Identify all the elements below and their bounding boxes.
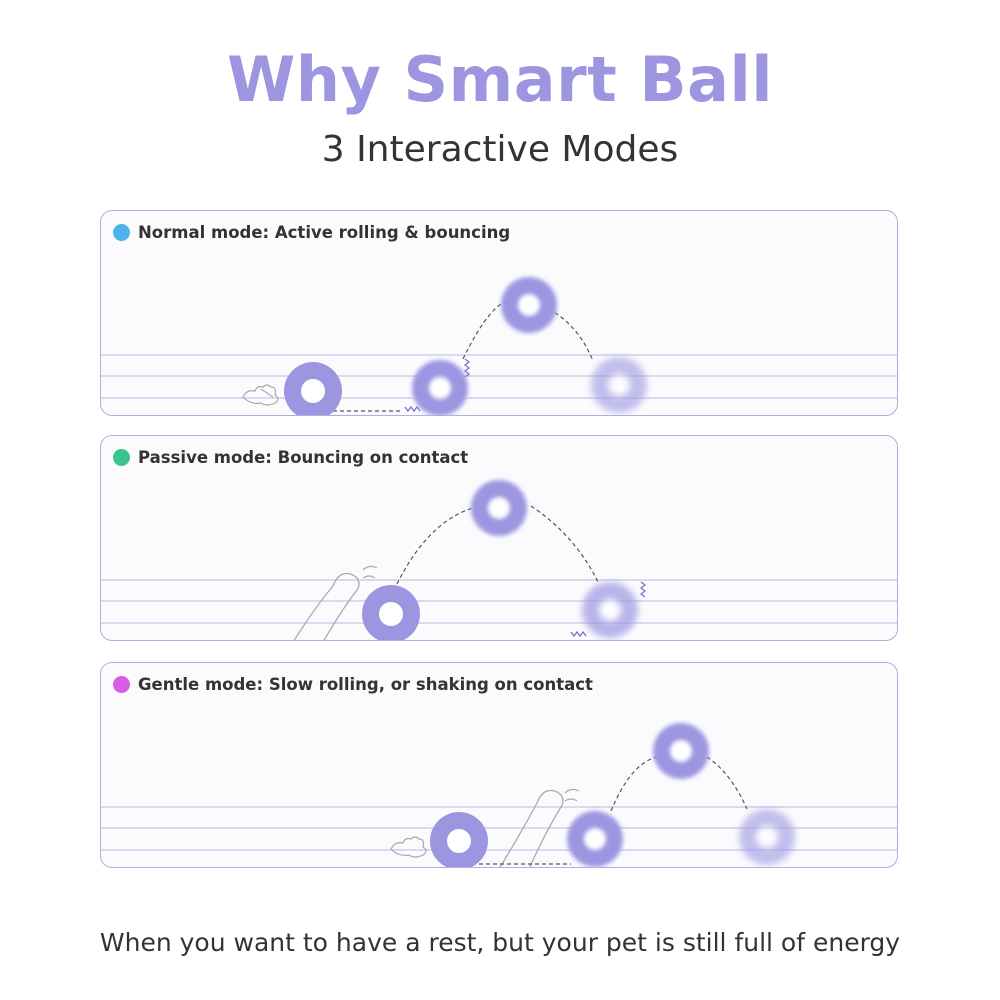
normal-mode-illustration xyxy=(101,277,897,415)
passive-mode-text: Passive mode: Bouncing on contact xyxy=(138,448,469,467)
normal-mode-dot xyxy=(113,224,130,241)
ball-1 xyxy=(362,585,420,640)
mode-label-normal: Normal mode: Active rolling & bouncing xyxy=(113,223,510,242)
gentle-mode-text: Gentle mode: Slow rolling, or shaking on… xyxy=(138,675,593,694)
ball-3 xyxy=(582,582,638,638)
mode-label-gentle: Gentle mode: Slow rolling, or shaking on… xyxy=(113,675,593,694)
paw-icon xyxy=(390,836,427,858)
ball-2 xyxy=(567,811,623,867)
ball-1 xyxy=(284,362,342,415)
page-title: Why Smart Ball xyxy=(226,43,774,116)
ball-4 xyxy=(739,809,795,865)
footer-tagline: When you want to have a rest, but your p… xyxy=(99,928,901,957)
mode-panel-gentle: Gentle mode: Slow rolling, or shaking on… xyxy=(100,662,898,868)
paw-icon xyxy=(293,572,360,640)
ball-2 xyxy=(471,480,527,536)
gentle-mode-illustration xyxy=(101,723,897,867)
passive-mode-dot xyxy=(113,449,130,466)
mode-label-passive: Passive mode: Bouncing on contact xyxy=(113,448,468,467)
normal-mode-text: Normal mode: Active rolling & bouncing xyxy=(138,223,511,242)
page-subtitle: 3 Interactive Modes xyxy=(321,129,679,170)
passive-mode-illustration xyxy=(101,480,897,640)
ball-1 xyxy=(430,812,488,867)
mode-panel-normal: Normal mode: Active rolling & bouncing xyxy=(100,210,898,416)
ball-2 xyxy=(412,360,468,415)
arm-paw-icon xyxy=(499,789,564,867)
mode-panel-passive: Passive mode: Bouncing on contact xyxy=(100,435,898,641)
ball-3 xyxy=(653,723,709,779)
gentle-mode-dot xyxy=(113,676,130,693)
ball-4 xyxy=(591,357,647,413)
ball-3 xyxy=(501,277,557,333)
paw-icon xyxy=(242,384,279,406)
